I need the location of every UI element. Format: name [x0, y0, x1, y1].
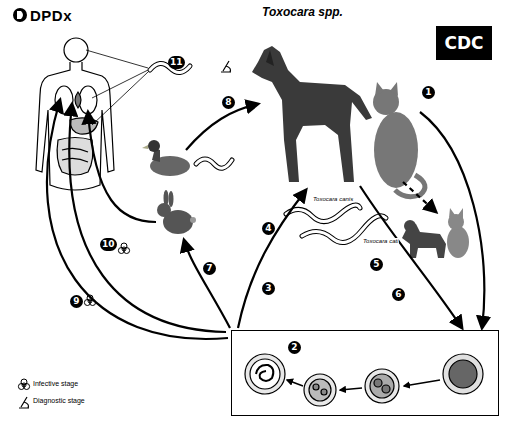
callout-number: 6 — [392, 288, 405, 301]
callout-number: 7 — [203, 262, 216, 275]
species-label: Toxocara canis — [312, 196, 354, 202]
callout-number: 2 — [288, 341, 301, 354]
legend-text: Diagnostic stage — [33, 397, 85, 404]
callout-number: 4 — [262, 222, 275, 235]
callout-number: 1 — [422, 86, 435, 99]
logo-text: CDC — [444, 33, 483, 53]
callout-number: 8 — [222, 96, 235, 109]
species-label: Toxocara cati — [362, 238, 399, 244]
callout-number: 10 — [100, 238, 117, 251]
legend-text: Infective stage — [33, 380, 78, 387]
callout-number: 11 — [168, 56, 185, 69]
logo-text: DPDx — [30, 7, 72, 24]
egg-stage-box: 2 — [231, 330, 499, 416]
diagram-title: Toxocara spp. — [262, 5, 343, 19]
callout-number: 9 — [70, 295, 83, 308]
callout-number: 3 — [262, 282, 275, 295]
cdc-logo-box: CDC — [436, 26, 492, 60]
callout-number: 5 — [370, 258, 383, 271]
